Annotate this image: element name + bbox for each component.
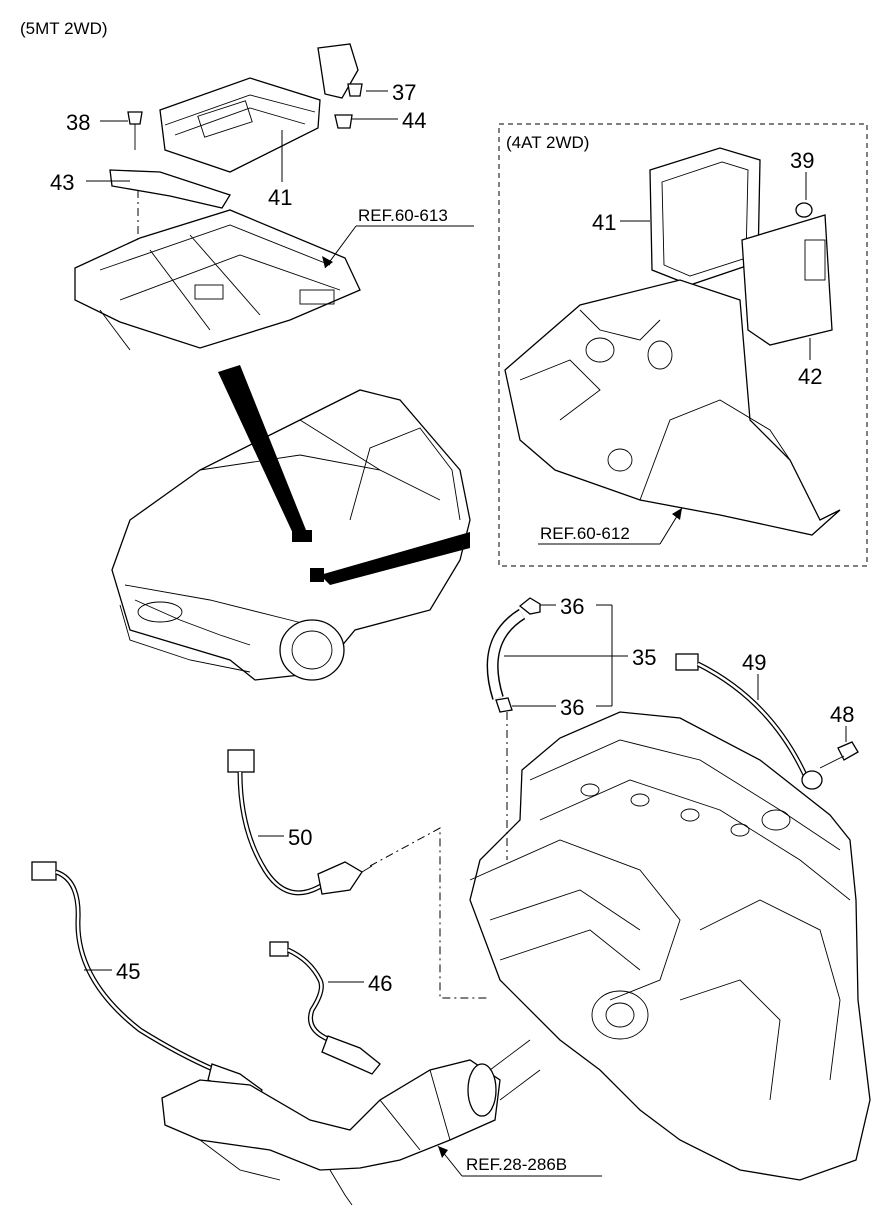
ref-28-286b: REF.28-286B (466, 1155, 567, 1174)
sensor-50 (227, 749, 373, 896)
callout-45: 45 (116, 959, 140, 984)
callout-38: 38 (66, 110, 90, 135)
floor-panel (74, 209, 361, 351)
ecu-assembly-4at (649, 147, 833, 346)
ecu-assembly-5mt (109, 43, 363, 209)
sensor-46 (269, 941, 381, 1075)
callout-36-lower: 36 (560, 695, 584, 720)
callout-43: 43 (50, 170, 74, 195)
callout-37: 37 (392, 80, 416, 105)
callout-41-5mt: 41 (268, 185, 292, 210)
callout-41-4at: 41 (592, 210, 616, 235)
vehicle-illustration (111, 365, 471, 681)
callout-49: 49 (742, 650, 766, 675)
exhaust-catalytic-converter (161, 1039, 541, 1206)
callout-42: 42 (798, 364, 822, 389)
callout-36-upper: 36 (560, 594, 584, 619)
bolt-48 (819, 741, 859, 769)
engine-bay-panel (504, 279, 841, 536)
sensor-49 (675, 653, 823, 790)
callout-35: 35 (632, 645, 656, 670)
ref-60-612: REF.60-612 (540, 524, 630, 543)
variant-box-4at (498, 123, 868, 567)
callout-44: 44 (402, 108, 426, 133)
sensor-45 (31, 861, 263, 1103)
callout-48: 48 (830, 702, 854, 727)
breather-hose (486, 597, 541, 713)
variant-label-4at: (4AT 2WD) (506, 133, 589, 152)
callout-39: 39 (790, 148, 814, 173)
callout-46: 46 (368, 971, 392, 996)
callout-50: 50 (288, 825, 312, 850)
engine-assembly (469, 711, 871, 1181)
variant-label-5mt: (5MT 2WD) (20, 19, 108, 38)
ref-60-613: REF.60-613 (358, 206, 448, 225)
